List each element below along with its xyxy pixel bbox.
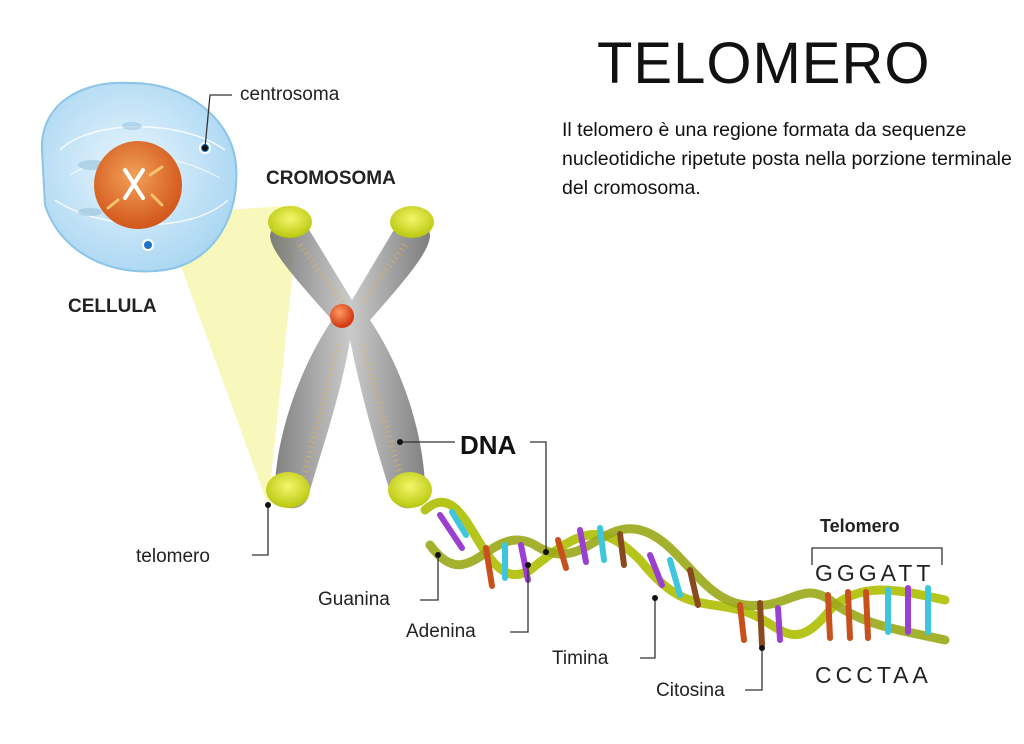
label-adenine: Adenina <box>406 621 476 642</box>
zoom-highlight <box>150 205 300 505</box>
telomere-cap <box>390 206 434 238</box>
label-telomere: telomero <box>136 546 210 567</box>
leader-dots <box>202 145 765 651</box>
label-telomere-header: Telomero <box>820 516 900 536</box>
label-cytosine: Citosina <box>656 680 725 701</box>
label-centrosome: centrosoma <box>240 84 340 105</box>
page-title: TELOMERO <box>597 31 931 96</box>
leader-lines <box>204 94 943 691</box>
telomere-cap <box>266 472 310 508</box>
chromosome <box>266 206 434 509</box>
dna-helix <box>420 497 950 648</box>
centrosome-dot-2 <box>142 239 154 251</box>
label-cell: CELLULA <box>68 296 157 317</box>
label-thymine: Timina <box>552 648 609 669</box>
label-chromosome: CROMOSOMA <box>266 168 396 189</box>
nucleus <box>94 141 182 229</box>
centromere <box>330 304 354 328</box>
sequence-top: GGGATT <box>815 560 935 586</box>
description-text: Il telomero è una regione formata da seq… <box>562 119 1012 199</box>
sequence-bottom: CCCTAA <box>815 662 932 688</box>
telomere-cap <box>388 472 432 508</box>
telomere-cap <box>268 206 312 238</box>
label-guanine: Guanina <box>318 589 390 610</box>
cell <box>40 81 238 273</box>
label-dna: DNA <box>460 430 517 460</box>
